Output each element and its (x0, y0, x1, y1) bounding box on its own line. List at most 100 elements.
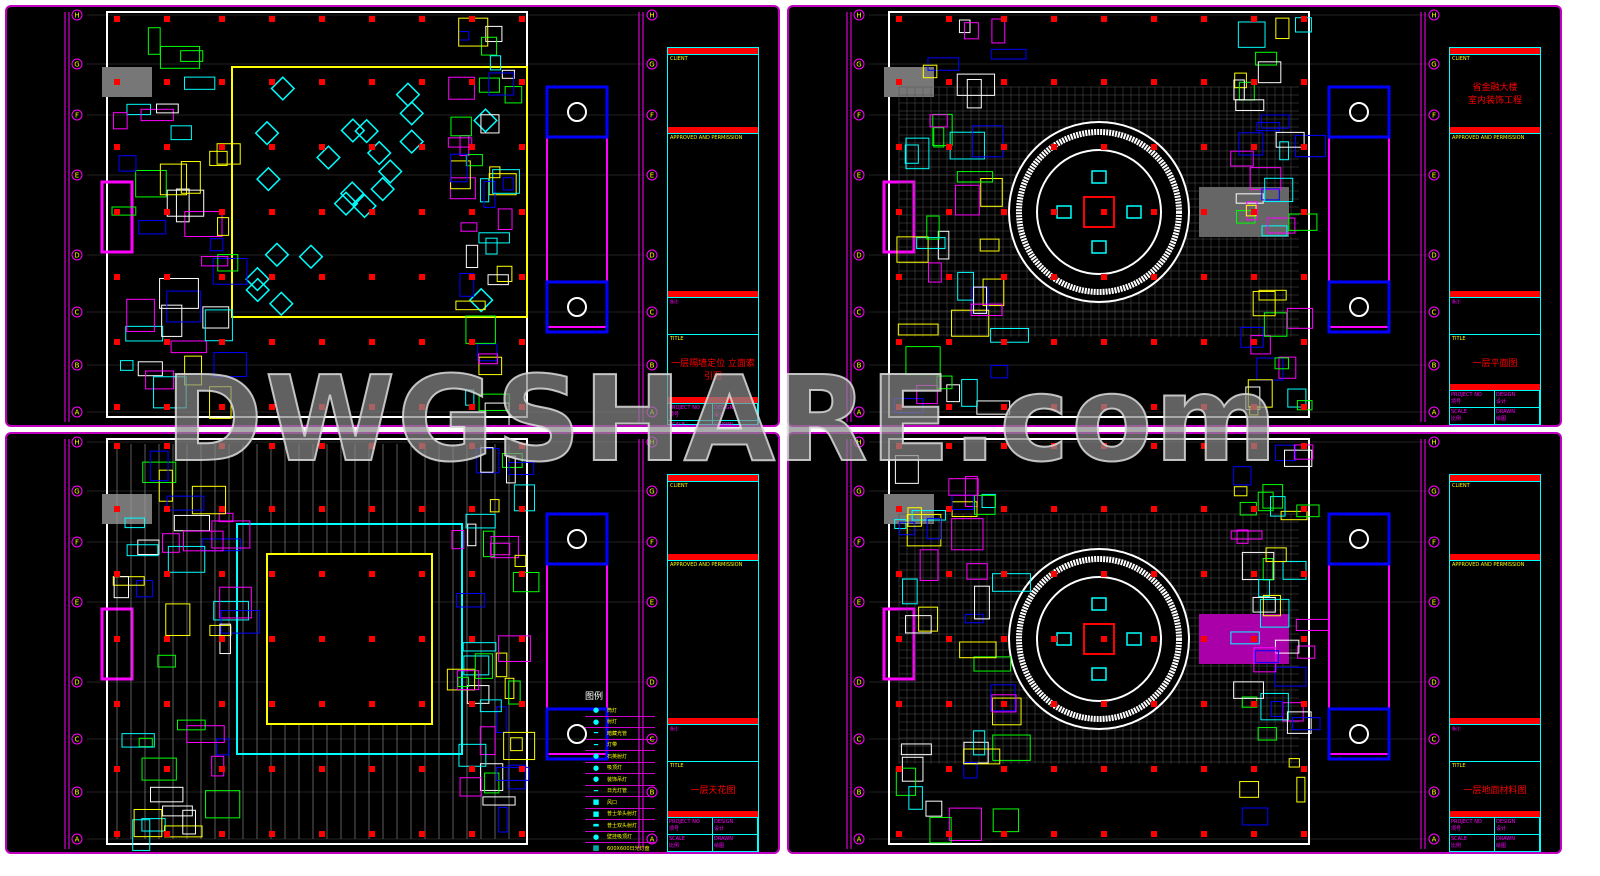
structural-column (1251, 701, 1257, 707)
title-label: TITLE (1452, 763, 1466, 769)
structural-column (219, 404, 225, 410)
structural-column (319, 636, 325, 642)
grid-bubble (1428, 733, 1440, 745)
structural-column (269, 404, 275, 410)
structural-column (1101, 16, 1107, 22)
structural-column (1201, 79, 1207, 85)
room-outline (1263, 312, 1288, 337)
structural-column (1001, 443, 1007, 449)
structural-column (1151, 144, 1157, 150)
structural-column (164, 339, 170, 345)
structural-column (114, 209, 120, 215)
room-outline (480, 447, 494, 473)
room-outline (458, 31, 470, 41)
room-outline (173, 514, 211, 532)
grid-label: A (75, 409, 80, 417)
room-outline (1261, 188, 1280, 201)
room-outline (1262, 594, 1281, 617)
grid-bubble (1428, 536, 1440, 548)
legend-item: ●装饰吊灯 (585, 774, 655, 786)
room-outline (505, 455, 516, 484)
approved-field: APPROVED审核 (1495, 851, 1540, 852)
column-feature (567, 102, 587, 122)
room-outline (496, 265, 513, 282)
elevation-index-symbol (468, 287, 494, 313)
grid-bubble (853, 9, 865, 21)
grid-bubble (646, 833, 658, 845)
grid-label: C (650, 736, 655, 744)
room-outline (162, 805, 193, 817)
room-outline (990, 327, 1030, 343)
structural-column (1001, 144, 1007, 150)
approval-label: APPROVED AND PERMISSION (670, 135, 743, 141)
grid-bubble (71, 406, 83, 418)
grid-label: C (650, 309, 655, 317)
room-outline (137, 361, 163, 377)
structural-column (269, 443, 275, 449)
structural-column (369, 831, 375, 837)
structural-column (369, 404, 375, 410)
structural-column (219, 209, 225, 215)
structural-column (1151, 831, 1157, 837)
structural-column (1101, 274, 1107, 280)
room-outline (507, 764, 527, 790)
structural-column (1301, 144, 1307, 150)
room-outline (118, 155, 137, 172)
room-outline (216, 738, 230, 756)
approval-label: APPROVED AND PERMISSION (670, 562, 743, 568)
structural-column (219, 274, 225, 280)
room-outline (462, 642, 497, 652)
room-outline (484, 402, 510, 425)
title-label: TITLE (1452, 336, 1466, 342)
room-outline (164, 825, 203, 838)
grid-label: E (75, 599, 79, 607)
room-outline (956, 73, 996, 96)
room-outline (1257, 491, 1274, 512)
room-outline (991, 18, 1006, 44)
project-name (1452, 489, 1538, 529)
room-outline (1241, 807, 1269, 826)
title-block-bar (1450, 48, 1540, 54)
grid-bubble (71, 733, 83, 745)
structural-column (369, 701, 375, 707)
grid-bubble (1428, 249, 1440, 261)
structural-column (219, 506, 225, 512)
room-outline (1230, 150, 1254, 167)
structural-column (1201, 209, 1207, 215)
room-outline (951, 309, 990, 337)
structural-column (269, 506, 275, 512)
room-outline (209, 150, 228, 166)
structural-column (164, 506, 170, 512)
structural-column (419, 209, 425, 215)
structural-column (319, 571, 325, 577)
structural-column (1301, 209, 1307, 215)
grid-bubble (853, 436, 865, 448)
room-outline (459, 272, 475, 297)
structural-column (219, 766, 225, 772)
date-field: DATE日期 (668, 851, 713, 852)
entrance-wing (1328, 86, 1390, 328)
room-outline (166, 189, 205, 217)
room-outline (972, 125, 1004, 158)
room-outline (919, 549, 939, 581)
structural-column (419, 144, 425, 150)
room-outline (156, 103, 179, 114)
grid-bubble (1428, 676, 1440, 688)
notes-heading: 备注: (1452, 299, 1462, 304)
structural-column (519, 209, 525, 215)
room-outline (1288, 758, 1300, 768)
structural-column (319, 443, 325, 449)
approval-label: APPROVED AND PERMISSION (1452, 562, 1525, 568)
room-outline (465, 244, 479, 268)
furniture (1091, 170, 1107, 184)
room-outline (1279, 141, 1289, 161)
structural-column (1301, 571, 1307, 577)
structural-column (1251, 209, 1257, 215)
legend: 图例●筒灯●射灯━暗藏光管━灯带●石英射灯●吸顶灯●装饰吊灯━日光灯管■风口■普… (585, 689, 655, 852)
structural-column (114, 443, 120, 449)
entrance-wing (546, 86, 608, 328)
structural-column (946, 766, 952, 772)
room-outline (1239, 781, 1260, 798)
